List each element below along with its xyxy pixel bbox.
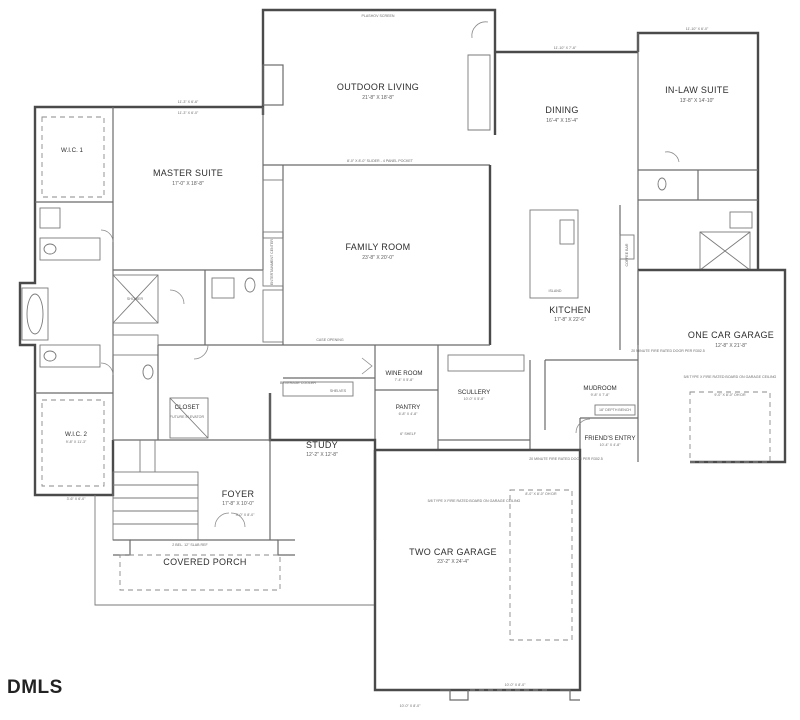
note-fire-rated-right: 5/8 TYPE X FIRE RATED BOARD ON GARAGE CE… bbox=[684, 375, 777, 379]
note-coffee: COFFEE BAR bbox=[625, 243, 629, 266]
dining-dims: 16'-4" X 15'-4" bbox=[546, 118, 578, 124]
two-car-garage-dims: 23'-2" X 24'-4" bbox=[437, 559, 469, 565]
dim-dining: 11'-10" X 7'-6" bbox=[554, 46, 577, 50]
one-car-garage-dims: 12'-8" X 21'-8" bbox=[715, 343, 747, 349]
note-beverage: BEVERAGE COOLER bbox=[280, 381, 316, 385]
foyer-dims: 17'-8" X 10'-0" bbox=[222, 501, 254, 507]
friends-entry-label: FRIEND'S ENTRY bbox=[585, 435, 636, 442]
family-room-dims: 23'-8" X 20'-0" bbox=[362, 255, 394, 261]
wic1-label: W.I.C. 1 bbox=[61, 147, 84, 154]
scullery-label: SCULLERY bbox=[458, 389, 491, 396]
note-screen: PLASHOV SCREEN bbox=[362, 14, 395, 18]
dim-porch: 2 BEL. 12" SLAB REF bbox=[172, 543, 208, 547]
closet-sub: FUTURE ELEVATOR bbox=[170, 415, 205, 419]
outdoor-living-area bbox=[261, 8, 497, 166]
master-suite-label: MASTER SUITE bbox=[153, 168, 223, 178]
mudroom-dims: 9'-8" X 7'-8" bbox=[591, 393, 610, 397]
dim-wic2: 3'-6" X 6'-0" bbox=[67, 497, 86, 501]
dim-master: 11'-3" X 6'-0" bbox=[178, 111, 199, 115]
note-slider: 8'-0" X 8'-0" SLIDER - 4 PANEL POCKET bbox=[347, 159, 414, 163]
note-entertainment: ENTERTAINMENT CENTER bbox=[270, 239, 274, 285]
front-area bbox=[94, 393, 377, 606]
dim-top: 11'-3" X 6'-6" bbox=[178, 100, 199, 104]
dim-bottom-1: 10'-0" X 8'-0" bbox=[400, 704, 421, 708]
note-shelves: SHELVES bbox=[330, 389, 347, 393]
note-shower: SHOWER bbox=[127, 297, 144, 301]
in-law-suite-dims: 13'-8" X 14'-10" bbox=[680, 98, 715, 104]
scullery-dims: 10'-0" X 5'-8" bbox=[464, 397, 485, 401]
one-car-garage-label: ONE CAR GARAGE bbox=[688, 330, 774, 340]
two-car-garage-area bbox=[373, 448, 582, 701]
dining-label: DINING bbox=[545, 105, 578, 115]
dim-bottom-2: 10'-0" X 8'-0" bbox=[505, 683, 526, 687]
mudroom-label: MUDROOM bbox=[583, 385, 616, 392]
two-car-garage-label: TWO CAR GARAGE bbox=[409, 547, 497, 557]
pantry-label: PANTRY bbox=[396, 404, 421, 411]
outdoor-living-dims: 21'-8" X 18'-8" bbox=[362, 95, 394, 101]
closet-label: CLOSET bbox=[175, 404, 200, 411]
dim-ocg: 9'-0" X 8'-0" OH DR bbox=[714, 393, 746, 397]
note-fire-rated-top: 5/8 TYPE X FIRE RATED BOARD ON GARAGE CE… bbox=[428, 499, 521, 503]
family-room-area bbox=[157, 165, 490, 440]
master-suite-dims: 17'-0" X 18'-8" bbox=[172, 181, 204, 187]
note-fire-door-left: 20 MINUTE FIRE RATED DOOR PER R302.5 bbox=[529, 457, 603, 461]
wic2-label: W.I.C. 2 bbox=[65, 431, 88, 438]
note-fire-door-right: 20 MINUTE FIRE RATED DOOR PER R302.5 bbox=[631, 349, 705, 353]
dim-tcg: 8'-0" X 8'-0" OH DR bbox=[525, 492, 557, 496]
pantry-dims: 6'-8" X 4'-8" bbox=[399, 412, 418, 416]
in-law-suite-area bbox=[636, 31, 760, 345]
dim-foyer: 3'-0" X 8'-0" bbox=[236, 513, 255, 517]
wine-room-dims: 7'-4" X 5'-8" bbox=[395, 378, 414, 382]
kitchen-dims: 17'-8" X 22'-6" bbox=[554, 317, 586, 323]
study-label: STUDY bbox=[306, 440, 338, 450]
family-room-label: FAMILY ROOM bbox=[346, 242, 411, 252]
dining-kitchen-area bbox=[488, 50, 638, 350]
service-area bbox=[282, 345, 638, 490]
one-car-garage-area bbox=[637, 268, 787, 464]
kitchen-label: KITCHEN bbox=[549, 305, 591, 315]
study-dims: 12'-2" X 12'-8" bbox=[306, 452, 338, 458]
foyer-label: FOYER bbox=[222, 489, 255, 499]
room-labels: OUTDOOR LIVING 21'-8" X 18'-8" DINING 16… bbox=[61, 82, 774, 567]
note-bench: 18" DEPTH BENCH bbox=[599, 408, 631, 412]
in-law-suite-label: IN-LAW SUITE bbox=[665, 85, 729, 95]
outdoor-living-label: OUTDOOR LIVING bbox=[337, 82, 419, 92]
master-suite-wing bbox=[18, 105, 264, 497]
note-island: ISLAND bbox=[549, 289, 562, 293]
mls-watermark: DMLS bbox=[7, 677, 63, 698]
wic2-dims: 9'-8" X 11'-3" bbox=[66, 440, 87, 444]
wine-room-label: WINE ROOM bbox=[385, 370, 422, 377]
covered-porch-label: COVERED PORCH bbox=[163, 557, 246, 567]
note-shelf: 6" SHELF bbox=[400, 432, 417, 436]
dim-inlaw: 11'-10" X 6'-0" bbox=[686, 27, 709, 31]
plan-notes: PLASHOV SCREEN 8'-0" X 8'-0" SLIDER - 4 … bbox=[67, 14, 777, 708]
note-case-opening: CASE OPENING bbox=[316, 338, 344, 342]
friends-entry-dims: 10'-4" X 4'-8" bbox=[600, 443, 621, 447]
